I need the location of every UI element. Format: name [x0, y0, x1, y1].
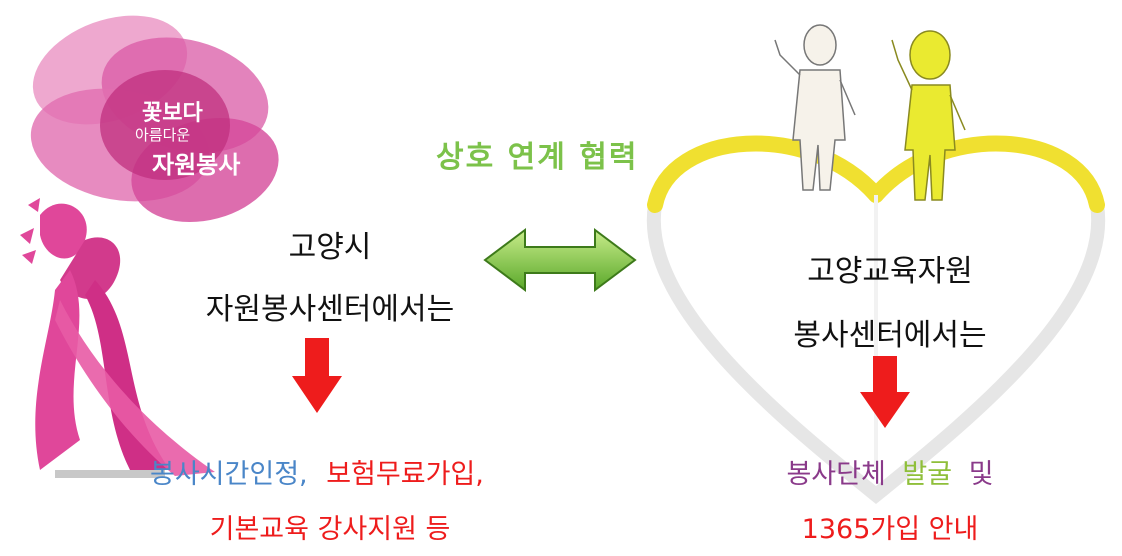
right-title-line2: 봉사센터에서는	[793, 318, 987, 353]
right-result-part1: 봉사단체	[786, 459, 886, 490]
right-result-part2: 발굴	[902, 459, 953, 490]
right-result-line1: 봉사단체 발굴 및	[720, 452, 1060, 491]
right-title-line1: 고양교육자원	[807, 254, 973, 289]
left-result-part1: 봉사시간인정,	[150, 459, 308, 490]
right-result-part3: 및	[968, 459, 994, 490]
left-result-line1: 봉사시간인정, 보험무료가입,	[150, 452, 484, 491]
left-title-line1: 고양시	[288, 230, 372, 265]
volunteer-logo-illustration	[20, 15, 279, 478]
logo-text-line1: 꽃보다	[142, 101, 203, 126]
left-title-line2: 자원봉사센터에서는	[205, 292, 455, 327]
education-heart-illustration	[646, 24, 1106, 504]
right-down-arrow-icon	[860, 356, 910, 428]
relation-label: 상호 연계 협력	[436, 140, 639, 175]
left-result-part2: 보험무료가입,	[326, 459, 484, 490]
left-down-arrow-icon	[292, 338, 342, 413]
right-result-line2: 1365가입 안내	[801, 514, 979, 545]
left-result-line2: 기본교육 강사지원 등	[209, 514, 451, 545]
logo-text-line2: 아름다운	[135, 126, 191, 144]
double-arrow-icon	[483, 228, 637, 292]
logo-text-line3: 자원봉사	[152, 151, 241, 179]
